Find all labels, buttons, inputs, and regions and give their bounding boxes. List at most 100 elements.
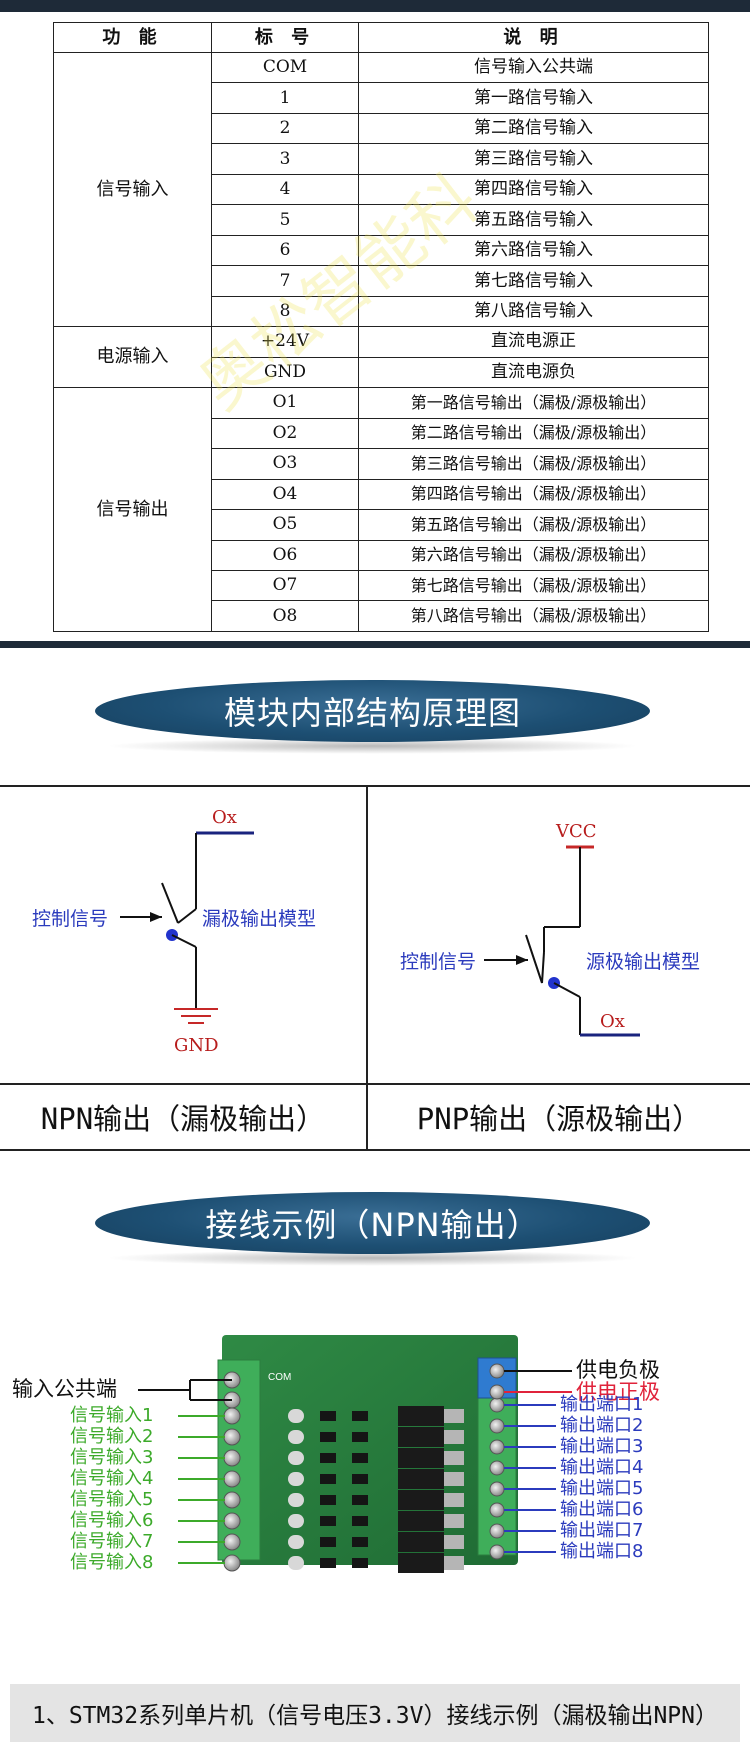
resistor	[352, 1474, 368, 1484]
resistor	[320, 1516, 336, 1526]
resistor	[352, 1411, 368, 1421]
banner-structure-title: 模块内部结构原理图	[95, 680, 650, 742]
output-screw	[489, 1523, 505, 1539]
input-label-1: 信号输入1	[70, 1405, 154, 1426]
com-leader-line	[138, 1379, 232, 1401]
group-cell: 信号输出	[53, 387, 212, 632]
banner-structure: 模块内部结构原理图	[95, 680, 650, 754]
power-screw-neg	[489, 1363, 505, 1379]
pnp-vcc-label: VCC	[555, 821, 597, 842]
mosfet-tab	[444, 1472, 464, 1486]
output-screw	[489, 1460, 505, 1476]
description-cell: 第八路信号输入	[358, 295, 709, 328]
resistor	[320, 1453, 336, 1463]
input-leader-lines	[178, 1415, 225, 1564]
power-negative-label: 供电负极	[576, 1358, 660, 1382]
pin-cell: O7	[211, 569, 359, 602]
pnp-caption: PNP输出（源极输出）	[416, 1102, 702, 1136]
header-pin: 标 号	[211, 22, 359, 53]
input-label-6: 信号输入6	[70, 1510, 154, 1531]
pin-cell: O2	[211, 417, 359, 450]
description-cell: 第八路信号输出（漏极/源极输出）	[358, 600, 709, 632]
footer-caption: 1、STM32系列单片机（信号电压3.3V）接线示例（漏极输出NPN）	[10, 1684, 740, 1742]
circuit-diagram-panels: Ox 控制信号 漏极输出模型 GND VCC 控制信号 源极输出模型 Ox NP…	[0, 785, 750, 1151]
pin-cell: 3	[211, 143, 359, 175]
pin-cell: 4	[211, 173, 359, 206]
resistor	[320, 1558, 336, 1568]
power-screw-pos	[489, 1384, 505, 1400]
npn-control-label: 控制信号	[32, 908, 108, 930]
description-cell: 第一路信号输出（漏极/源极输出）	[358, 387, 709, 419]
description-cell: 信号输入公共端	[358, 51, 709, 84]
mosfet	[398, 1511, 444, 1531]
optocoupler-led	[288, 1556, 304, 1570]
resistor	[352, 1537, 368, 1547]
mosfet-tab	[444, 1514, 464, 1528]
npn-gnd-label: GND	[174, 1035, 219, 1056]
mosfet-tab	[444, 1430, 464, 1444]
input-screw	[223, 1470, 241, 1488]
resistor	[320, 1495, 336, 1505]
output-label-3: 输出端口3	[560, 1436, 644, 1457]
mosfet	[398, 1448, 444, 1468]
banner-wiring-title: 接线示例（NPN输出）	[95, 1192, 650, 1254]
header-description: 说 明	[358, 22, 709, 53]
npn-model-label: 漏极输出模型	[202, 908, 316, 930]
npn-switch-blade	[161, 882, 179, 924]
pin-cell: COM	[211, 51, 359, 84]
resistor	[352, 1558, 368, 1568]
pin-cell: 1	[211, 82, 359, 114]
description-cell: 第三路信号输出（漏极/源极输出）	[358, 448, 709, 480]
banner-wiring: 接线示例（NPN输出）	[95, 1192, 650, 1266]
optocoupler-led	[288, 1535, 304, 1549]
output-label-2: 输出端口2	[560, 1415, 644, 1436]
pin-cell: O4	[211, 478, 359, 511]
input-label-5: 信号输入5	[70, 1489, 154, 1510]
resistor	[320, 1411, 336, 1421]
npn-control-arrow	[150, 912, 162, 922]
input-label-8: 信号输入8	[70, 1552, 154, 1573]
pnp-source-link	[553, 982, 581, 998]
resistor	[320, 1474, 336, 1484]
header-function: 功 能	[53, 22, 212, 53]
optocoupler-led	[288, 1514, 304, 1528]
input-label-4: 信号输入4	[70, 1468, 154, 1489]
pin-cell: 5	[211, 204, 359, 236]
description-cell: 直流电源负	[358, 356, 709, 389]
input-label-2: 信号输入2	[70, 1426, 154, 1447]
input-screw	[223, 1491, 241, 1509]
mosfet	[398, 1427, 444, 1447]
mosfet-tab	[444, 1493, 464, 1507]
pin-cell: O5	[211, 509, 359, 541]
panel-divider-horizontal	[0, 1083, 750, 1085]
input-screw	[223, 1449, 241, 1467]
description-cell: 第二路信号输出（漏极/源极输出）	[358, 417, 709, 450]
resistor	[320, 1432, 336, 1442]
pin-cell: O3	[211, 448, 359, 480]
output-screw	[489, 1544, 505, 1560]
pin-cell: 8	[211, 295, 359, 328]
mosfet-tab	[444, 1556, 464, 1570]
com-label: 输入公共端	[12, 1377, 117, 1401]
description-cell: 第四路信号输出（漏极/源极输出）	[358, 478, 709, 511]
input-screw	[223, 1533, 241, 1551]
npn-switch-link	[177, 908, 197, 924]
description-cell: 第七路信号输入	[358, 265, 709, 297]
pin-cell: O6	[211, 539, 359, 571]
input-screw	[223, 1407, 241, 1425]
description-cell: 第六路信号输出（漏极/源极输出）	[358, 539, 709, 571]
mosfet-tab	[444, 1535, 464, 1549]
group-cell: 信号输入	[53, 51, 212, 328]
npn-caption: NPN输出（漏极输出）	[40, 1102, 326, 1136]
